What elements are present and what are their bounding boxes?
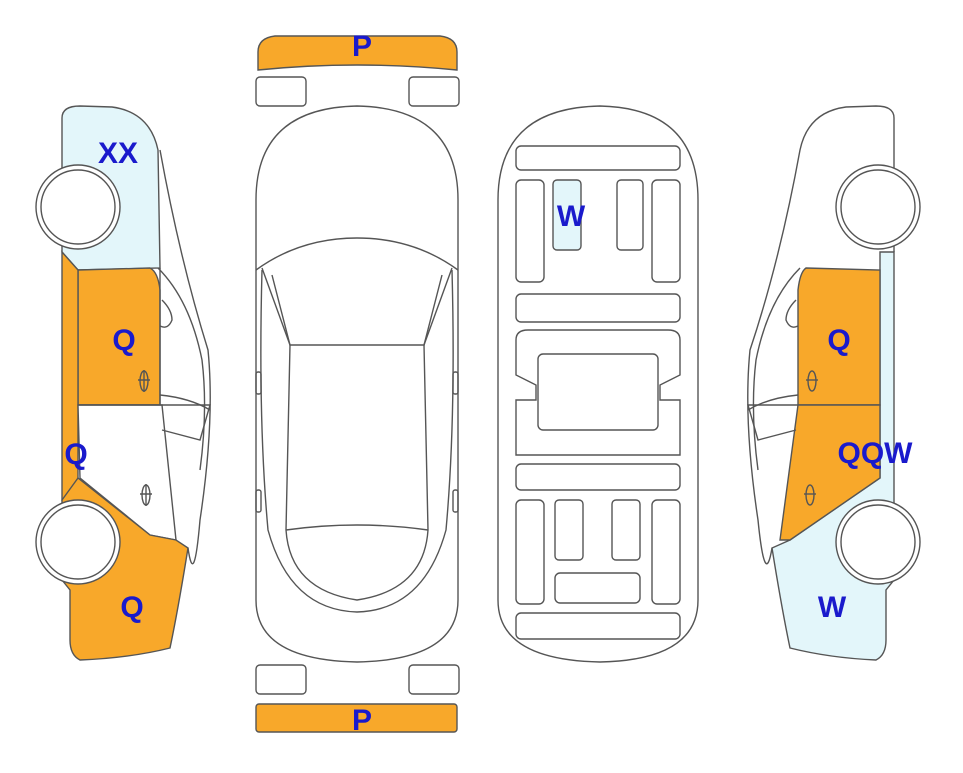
rear-bumper-panel[interactable] <box>255 703 458 733</box>
left-rear-wheel <box>35 499 121 585</box>
code-left-front-door: Q <box>112 324 135 357</box>
right-side-view <box>747 105 921 661</box>
floor-panel[interactable] <box>552 179 582 251</box>
left-side-view <box>35 105 211 661</box>
code-right-rear-door: QQW <box>838 437 914 470</box>
code-right-front-door: Q <box>827 324 850 357</box>
code-left-rocker: Q <box>64 438 87 471</box>
underbody-view <box>497 105 699 663</box>
code-left-rear-quarter: Q <box>120 591 143 624</box>
right-rear-wheel <box>835 499 921 585</box>
top-view-exterior <box>255 35 460 733</box>
code-left-front-fender: XX <box>98 137 138 170</box>
left-front-wheel <box>35 164 121 250</box>
code-floor-panel: W <box>557 200 586 233</box>
code-rear-bumper: P <box>352 704 372 737</box>
code-front-bumper: P <box>352 30 372 63</box>
code-right-rear-quarter: W <box>818 591 847 624</box>
front-bumper-panel[interactable] <box>257 35 458 71</box>
right-rear-door-panel[interactable] <box>779 404 881 541</box>
right-front-wheel <box>835 164 921 250</box>
